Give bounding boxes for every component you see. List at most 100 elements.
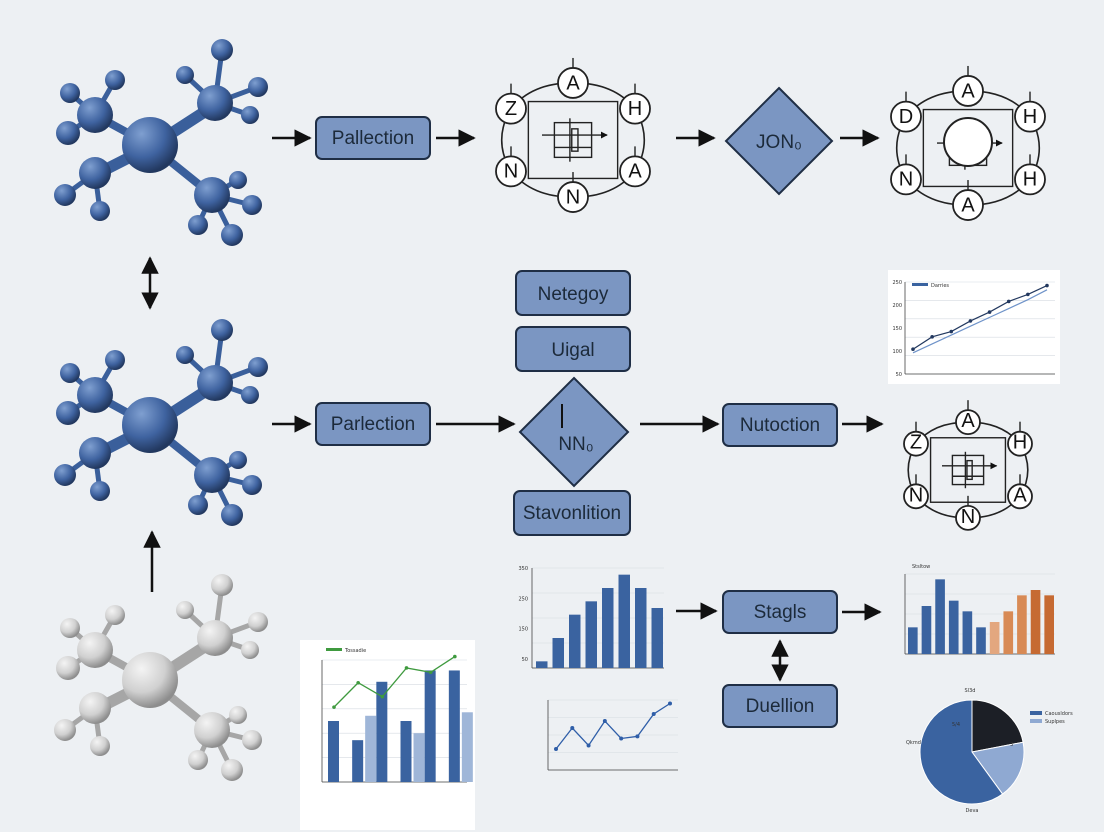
atom-small: [229, 706, 247, 724]
atom-medium: [194, 457, 230, 493]
data-point: [428, 670, 433, 675]
bar-chart-bottom-right: Stsltow: [904, 564, 1055, 655]
circuit-node: A: [557, 57, 589, 99]
circuit-node-label: A: [961, 410, 975, 432]
circuit-node-label: A: [628, 161, 642, 183]
bar: [352, 740, 364, 782]
series-line: [912, 284, 1048, 350]
atom-small: [241, 106, 259, 124]
bar: [552, 638, 564, 668]
bar: [585, 601, 597, 668]
atom-medium: [79, 437, 111, 469]
decision-mid-label: NN₀: [558, 434, 593, 455]
circuit-node-label: H: [1023, 106, 1037, 128]
atom-small: [90, 736, 110, 756]
atom-small: [188, 750, 208, 770]
atom-small: [90, 201, 110, 221]
atom-small: [54, 464, 76, 486]
circuit-node-label: A: [961, 80, 975, 102]
stagls-box[interactable]: Stagls: [722, 590, 838, 634]
circuit-node: N: [495, 146, 527, 188]
circuit-node-label: H: [1023, 169, 1037, 191]
atom-small: [56, 121, 80, 145]
stavonlition-box[interactable]: Stavonlition: [513, 490, 631, 536]
bar: [365, 715, 377, 782]
parlection-label: Parlection: [331, 414, 416, 435]
circuit-node: N: [557, 172, 589, 213]
data-point: [1026, 292, 1030, 297]
bar: [400, 721, 412, 782]
slice-label: 3: [1010, 742, 1013, 748]
atom-medium: [194, 712, 230, 748]
data-point: [968, 319, 973, 323]
decision-diamond-top[interactable]: JON₀: [724, 86, 834, 196]
circuit-node: H: [1014, 91, 1046, 133]
data-point: [930, 335, 934, 339]
circuit-core: [943, 117, 993, 167]
atom-small: [229, 451, 247, 469]
data-point: [1045, 283, 1049, 288]
chart-panel: [888, 270, 1060, 384]
duellion-label: Duellion: [746, 696, 815, 717]
data-point: [554, 747, 558, 751]
negetoy-box[interactable]: Netegoy: [515, 270, 631, 316]
atom-small: [242, 195, 262, 215]
data-point: [453, 654, 457, 659]
chart-title: Sl3d: [965, 688, 976, 694]
chart-title: Stsltow: [912, 564, 930, 570]
negetoy-label: Netegoy: [538, 284, 609, 305]
circuit-node: N: [955, 495, 981, 531]
duellion-box[interactable]: Duellion: [722, 684, 838, 728]
pallection-box[interactable]: Pallection: [315, 116, 431, 160]
circuit-node-label: A: [961, 194, 975, 216]
decision-diamond-middle[interactable]: NN₀: [518, 376, 630, 488]
atom-small: [241, 386, 259, 404]
atom-small: [229, 171, 247, 189]
atom-medium: [197, 620, 233, 656]
legend-label: Caousldors: [1045, 711, 1073, 717]
atom-medium: [194, 177, 230, 213]
atom-small: [105, 605, 125, 625]
data-point: [949, 329, 954, 334]
circuit-node: A: [952, 180, 984, 221]
bar: [602, 588, 614, 668]
bar: [989, 622, 1000, 654]
uigal-box[interactable]: Uigal: [515, 326, 631, 372]
atom-small: [56, 656, 80, 680]
parlection-box[interactable]: Parlection: [315, 402, 431, 446]
bar: [1030, 590, 1041, 654]
molecule-bottom-gray: [54, 574, 268, 781]
atom-medium: [77, 632, 113, 668]
bar: [328, 721, 339, 782]
circuit-node: A: [955, 400, 981, 436]
nutoction-box[interactable]: Nutoction: [722, 403, 838, 447]
atom-small: [211, 574, 233, 596]
circuit-node: N: [903, 474, 929, 510]
pie-slice: [919, 699, 1004, 805]
data-point: [619, 736, 624, 741]
circuit-node-label: A: [566, 72, 580, 94]
bar: [651, 608, 663, 668]
atom-small: [221, 759, 243, 781]
data-point: [570, 726, 575, 730]
data-point: [651, 712, 656, 716]
circuit-node: A: [619, 146, 651, 188]
pallection-label: Pallection: [332, 128, 414, 149]
circuit-node: H: [1007, 421, 1033, 457]
legend-label: Tossadie: [344, 648, 366, 654]
data-point: [586, 743, 591, 748]
chart-panel: [300, 640, 475, 830]
tick-label: 350: [518, 566, 528, 572]
pie-slice: [971, 741, 1025, 795]
tick-label: 50: [896, 372, 902, 378]
circuit-node: H: [619, 83, 651, 125]
atom-small: [188, 215, 208, 235]
circuit-node: D: [890, 91, 922, 133]
tick-label: 50: [522, 657, 528, 663]
circuit-node-label: A: [1013, 484, 1027, 506]
bar: [1044, 595, 1054, 654]
